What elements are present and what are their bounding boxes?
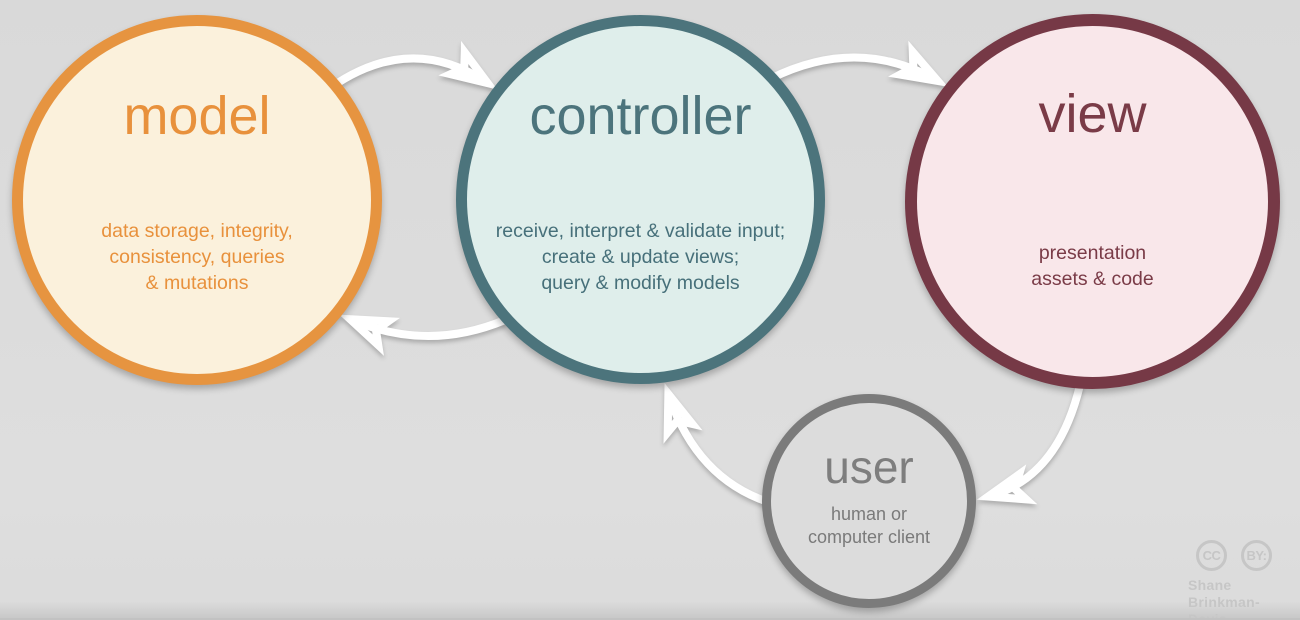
- node-model: model data storage, integrity, consisten…: [12, 15, 382, 385]
- attribution-text: Shane Brinkman-Davis: [1188, 577, 1260, 620]
- bottom-edge-divider: [0, 618, 1300, 620]
- model-title: model: [123, 86, 271, 146]
- user-description: human or computer client: [807, 504, 931, 547]
- cc-icon: CC: [1196, 540, 1227, 571]
- arrow-controller-to-model: [339, 314, 507, 356]
- view-description: presentation assets & code: [1031, 242, 1154, 290]
- cc-by-icon: BY:: [1241, 540, 1272, 571]
- arrow-controller-to-view: [770, 40, 949, 87]
- node-user: user human or computer client: [762, 394, 976, 608]
- arrow-view-to-user: [976, 384, 1084, 505]
- node-view: view presentation assets & code: [905, 14, 1280, 389]
- arrow-model-to-controller: [327, 40, 498, 92]
- arrow-user-to-controller: [663, 382, 770, 506]
- controller-description: receive, interpret & validate input; cre…: [495, 220, 786, 294]
- node-controller: controller receive, interpret & validate…: [456, 15, 825, 384]
- model-description: data storage, integrity, consistency, qu…: [101, 220, 293, 294]
- view-title: view: [1038, 84, 1147, 144]
- user-title: user: [824, 441, 914, 493]
- controller-title: controller: [529, 86, 752, 146]
